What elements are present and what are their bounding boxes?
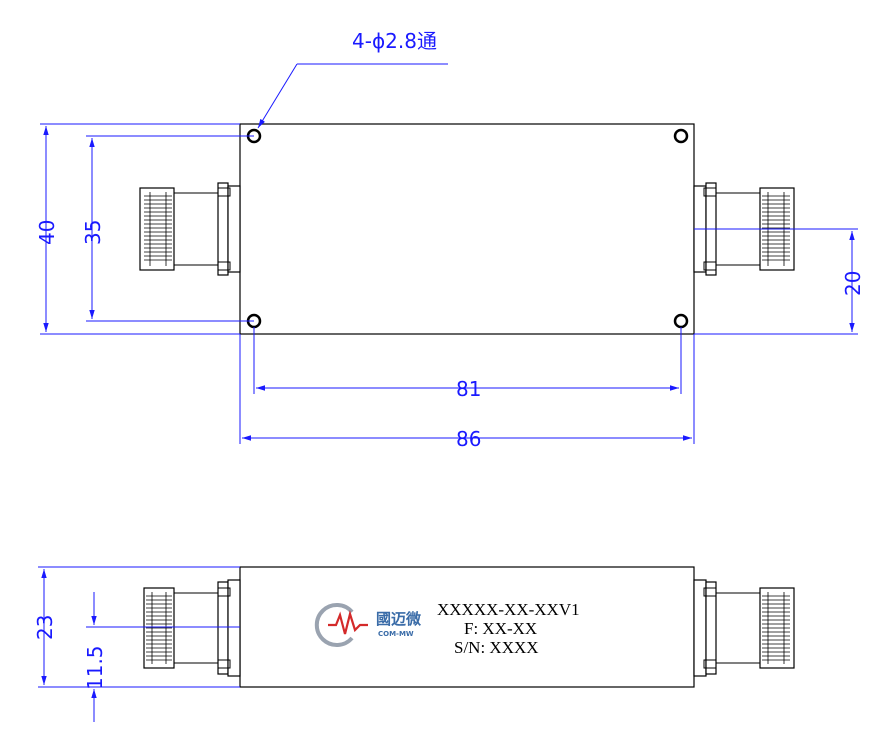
dim-86-text: 86 [456,427,481,451]
dim-35-text: 35 [81,220,105,245]
side-left-connector [143,579,241,677]
dim-length-overall: 86 [239,334,695,451]
dim-hole-spacing-vertical: 35 [81,135,254,322]
side-view: 國迈微 COM-MW XXXXX-XX-XXV1 F: XX-XX S/N: X… [33,566,795,722]
logo-wave-mark [328,609,368,635]
logo-name-cn: 國迈微 [376,610,422,628]
frequency-label: F: XX-XX [464,619,537,638]
dim-side-height: 23 [33,566,240,688]
dim-20-text: 20 [841,271,865,296]
logo-name-en: COM-MW [378,630,414,638]
hole-top-right [673,128,689,144]
left-connector [139,182,241,276]
side-right-connector [693,579,795,677]
dim-81-text: 81 [456,377,481,401]
top-view: 4-ϕ2.8通 40 35 20 81 [35,29,865,451]
dim-11-5-text: 11.5 [83,645,107,690]
serial-label: S/N: XXXX [454,638,539,657]
product-label: XXXXX-XX-XXV1 F: XX-XX S/N: XXXX [437,600,580,657]
dim-hole-spacing-horizontal: 81 [253,327,682,401]
top-body [239,123,695,335]
brand-logo: 國迈微 COM-MW [314,603,422,647]
logo-c-mark [314,603,354,647]
dim-connector-offset: 20 [694,228,865,335]
dim-connector-center: 11.5 [83,592,240,722]
hole-callout: 4-ϕ2.8通 [257,29,448,129]
dim-40-text: 40 [35,220,59,245]
model-number: XXXXX-XX-XXV1 [437,600,580,619]
dim-23-text: 23 [33,615,57,640]
hole-callout-text: 4-ϕ2.8通 [352,29,437,53]
dim-height-overall: 40 [35,123,240,335]
